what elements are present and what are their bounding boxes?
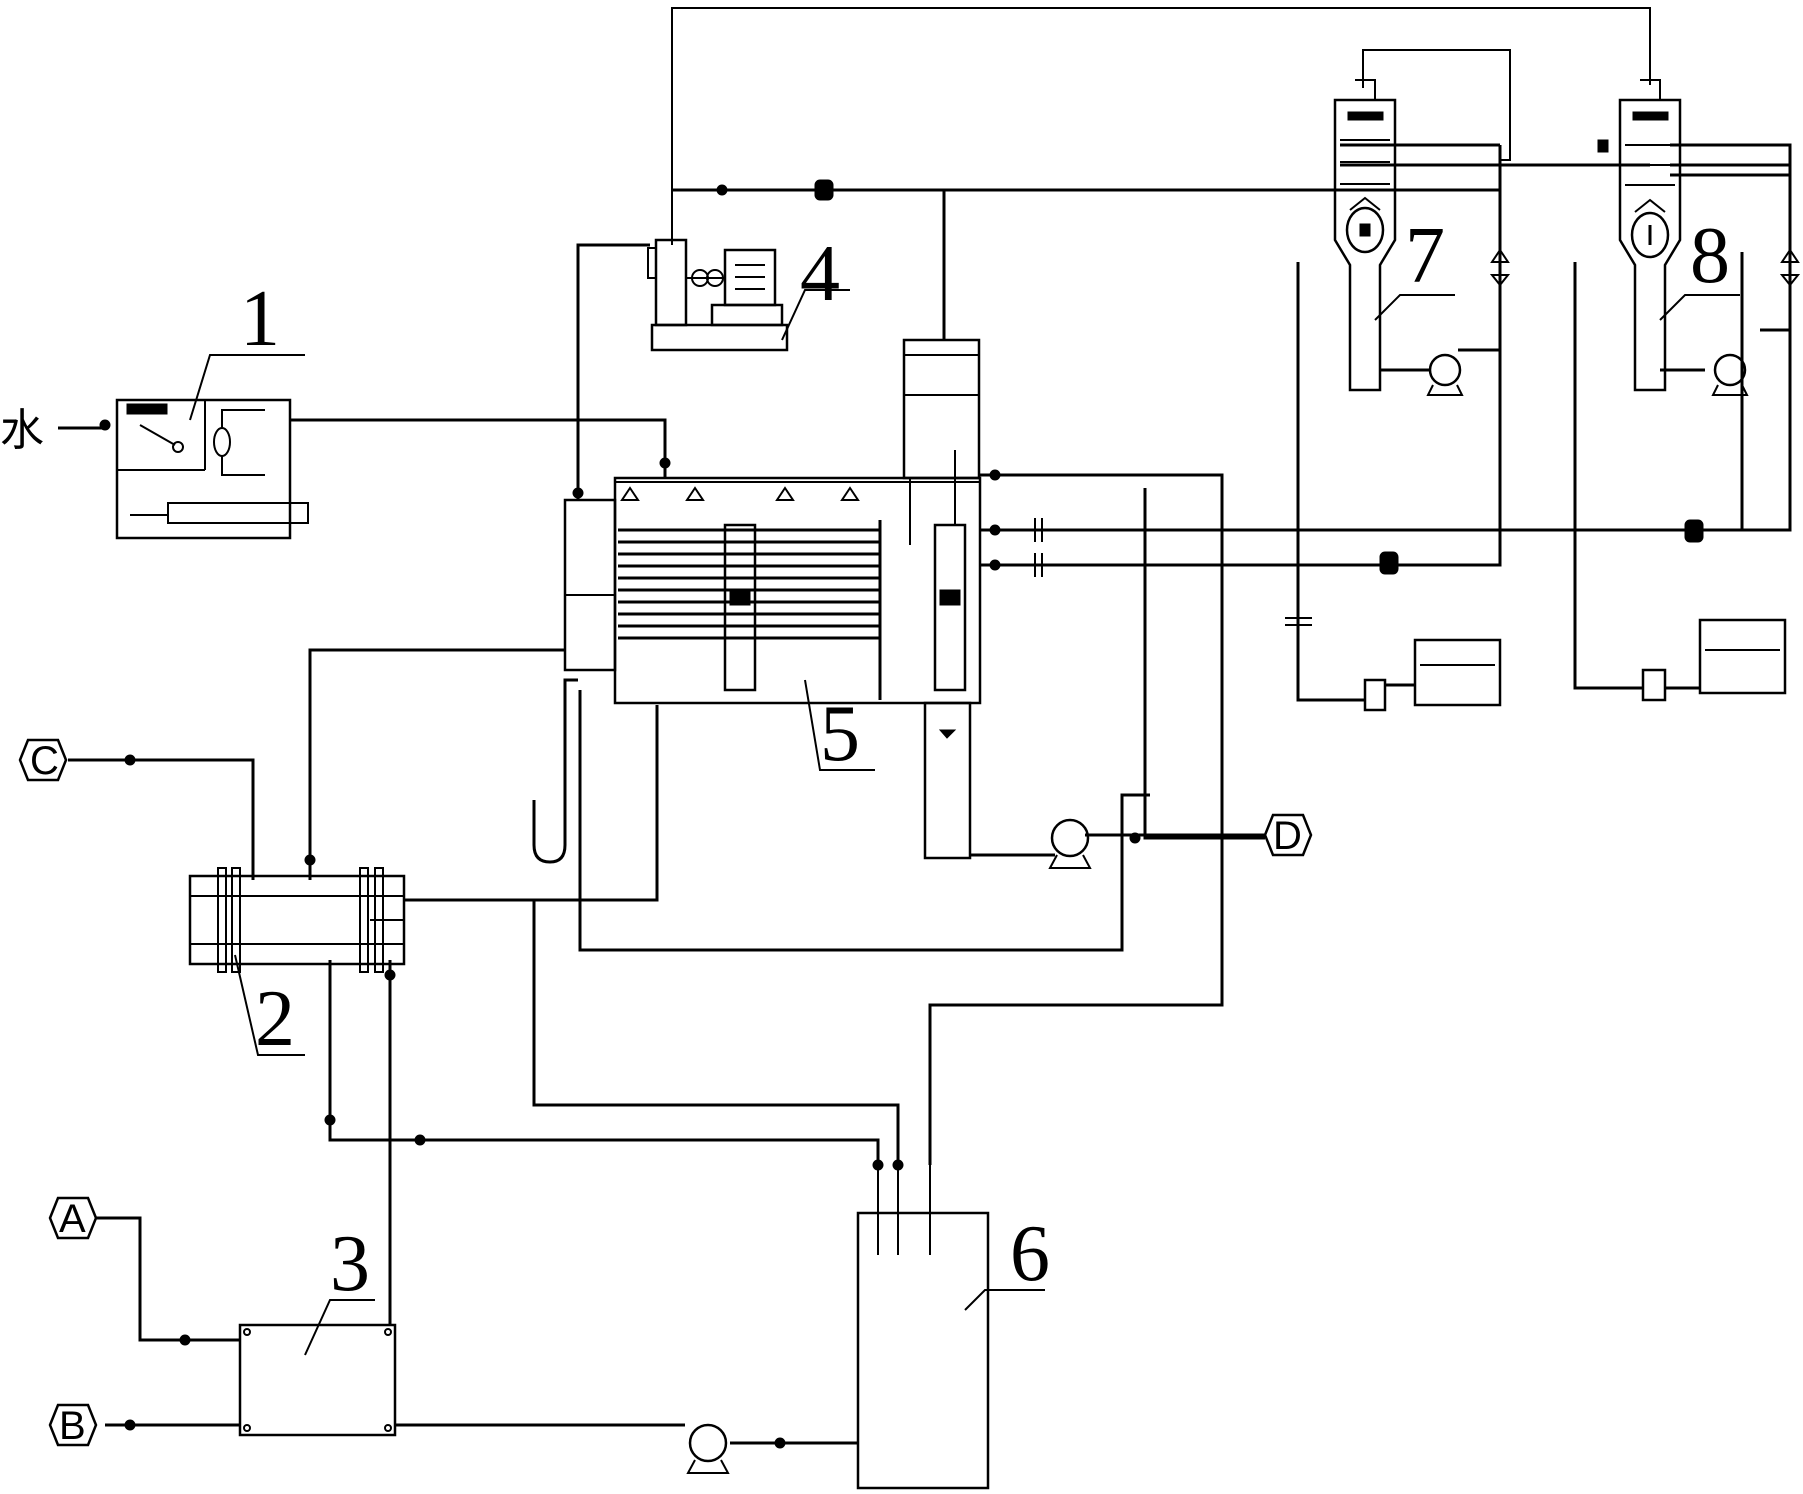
water-inlet-label: 水 bbox=[0, 405, 44, 456]
valve-markers bbox=[99, 179, 1704, 1449]
unit-6-storage-tank bbox=[856, 1165, 990, 1490]
unit-4-circulation-pump bbox=[647, 238, 789, 352]
svg-text:A: A bbox=[59, 1197, 86, 1241]
unit-8-absorption-tower bbox=[1597, 79, 1801, 396]
unit-6-label: 6 bbox=[1010, 1210, 1050, 1298]
unit-2-heat-exchanger bbox=[188, 867, 406, 973]
pump-d bbox=[1048, 818, 1092, 869]
unit-7-absorption-tower bbox=[1333, 79, 1511, 396]
unit-3-tank bbox=[238, 1323, 397, 1437]
unit-2-label: 2 bbox=[255, 975, 295, 1063]
connector-d: D bbox=[1263, 813, 1313, 858]
pump-6 bbox=[686, 1423, 730, 1474]
unit-8-level-tank bbox=[1641, 618, 1787, 702]
unit-7-level-tank bbox=[1363, 638, 1502, 712]
pipe-network bbox=[68, 7, 1792, 1445]
unit-4-label: 4 bbox=[800, 230, 840, 318]
svg-text:C: C bbox=[30, 739, 59, 783]
unit-3-label: 3 bbox=[330, 1220, 370, 1308]
unit-5-label: 5 bbox=[820, 690, 860, 778]
unit-7-label: 7 bbox=[1405, 212, 1445, 300]
unit-8-label: 8 bbox=[1690, 212, 1730, 300]
svg-text:B: B bbox=[59, 1404, 86, 1448]
unit-1-water-softener bbox=[115, 398, 309, 540]
svg-text:D: D bbox=[1273, 814, 1302, 858]
unit-5-main-tank bbox=[563, 338, 982, 860]
connector-a: A bbox=[48, 1196, 98, 1241]
connector-c: C bbox=[18, 738, 68, 783]
connector-b: B bbox=[48, 1403, 98, 1448]
tube-bundle bbox=[618, 528, 880, 640]
unit-1-label: 1 bbox=[240, 275, 280, 363]
